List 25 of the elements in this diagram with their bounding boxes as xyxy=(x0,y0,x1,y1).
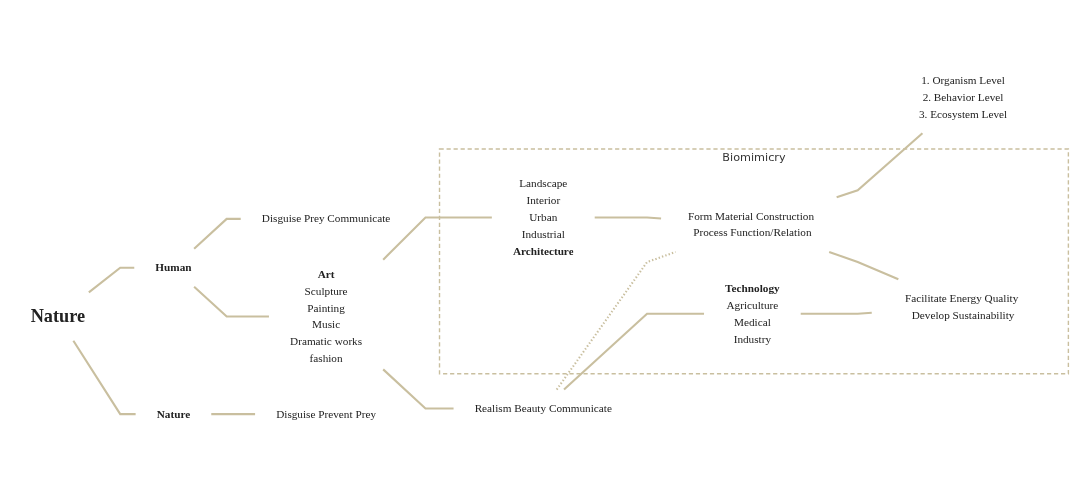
node-text: Landscape Interior Urban Industrial Architecture xyxy=(512,177,574,257)
node-text: 1. Organism Level 2. Behavior Level 3. Ecosystem Level xyxy=(918,74,1008,121)
node-text: Human xyxy=(155,261,192,274)
connector xyxy=(800,311,872,315)
node-text: Facilitate Energy Quality Develop Sustainability xyxy=(904,292,1019,321)
node-text: Art Sculpture Painting Music Dramatic works fashion xyxy=(290,268,363,365)
connector xyxy=(836,132,924,199)
connector xyxy=(193,286,269,318)
connector xyxy=(88,266,135,294)
node-text: Technology Agriculture Medical Industry xyxy=(725,282,780,345)
connector xyxy=(382,368,454,410)
node-text: Disguise Prey Communicate xyxy=(261,212,391,225)
node-text: Nature xyxy=(30,306,86,327)
connector xyxy=(211,413,256,416)
connector xyxy=(594,216,662,220)
node-text: Form Material Construction Process Function/Relation xyxy=(687,209,815,239)
node-text: Realism Beauty Communicate xyxy=(474,402,612,415)
connector xyxy=(828,251,899,281)
node-text: Disguise Prevent Prey xyxy=(276,407,376,420)
connector xyxy=(72,340,136,416)
connector xyxy=(555,251,676,391)
connector xyxy=(193,218,241,250)
connector xyxy=(382,216,492,261)
node-text: Nature xyxy=(156,407,191,420)
connector xyxy=(563,312,705,391)
